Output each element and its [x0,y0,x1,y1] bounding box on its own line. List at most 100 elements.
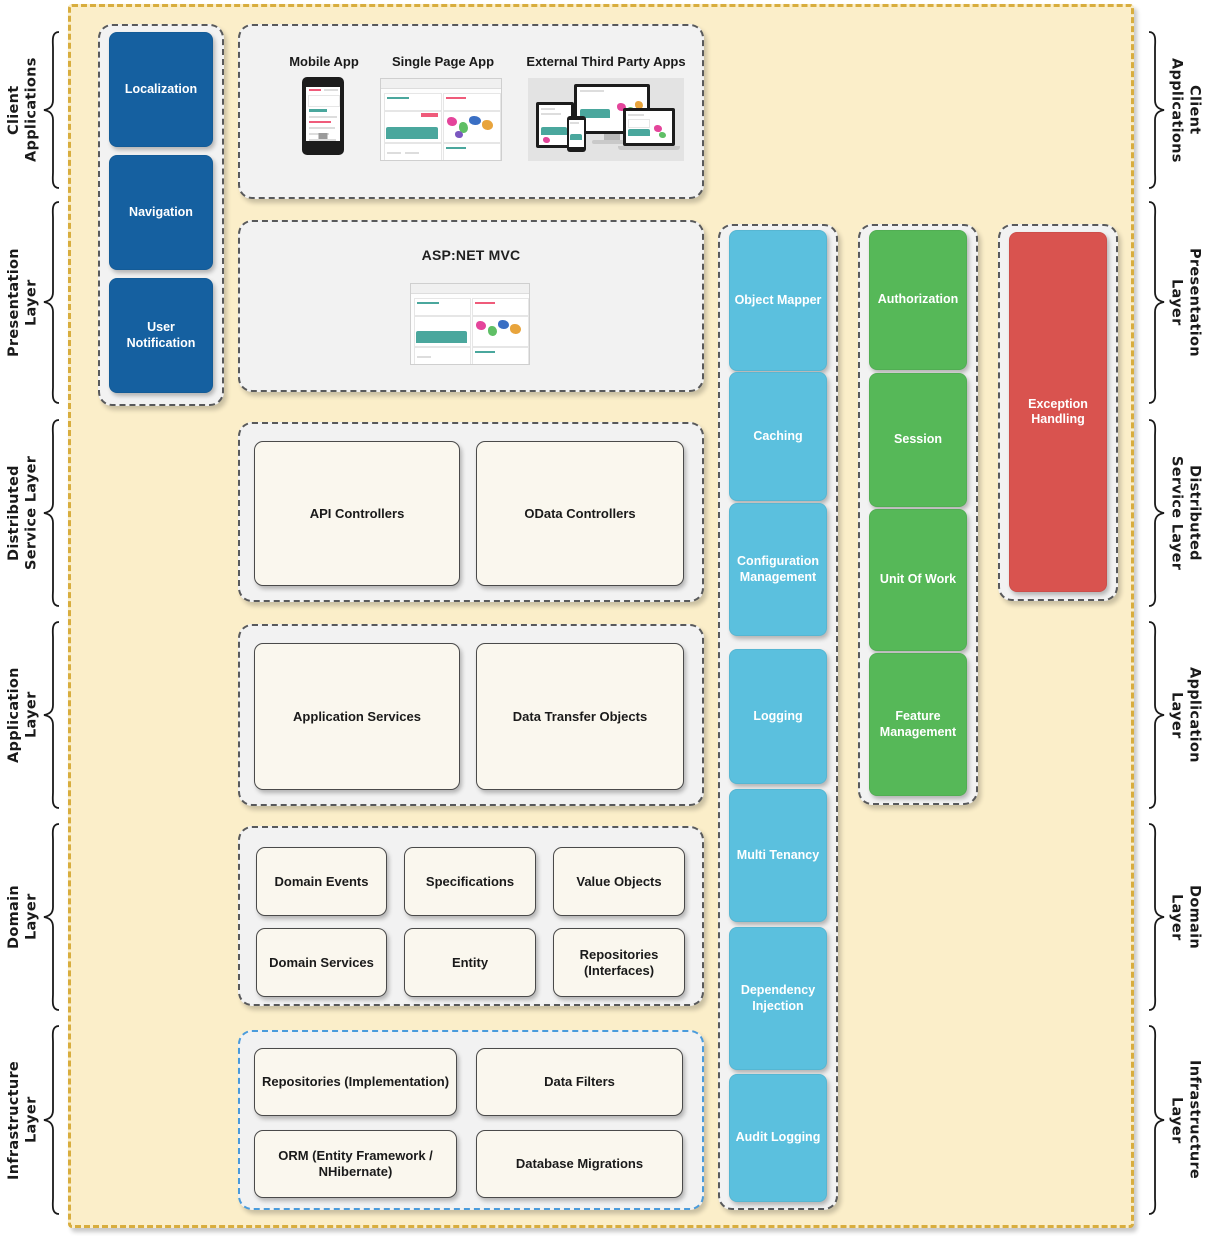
phone-screen [306,87,340,141]
right-brace-domain-layer: Domain Layer [1145,822,1207,1012]
technical-card-caching[interactable]: Caching [729,372,827,501]
technical-label: Audit Logging [735,1130,821,1145]
concern-label: Navigation [129,204,193,219]
session-card-authorization[interactable]: Authorization [869,230,967,370]
left-label-infrastructure-layer: Infrastructure Layer [6,1060,40,1180]
concern-label: Localization [124,81,198,96]
right-brace-application-layer: Application Layer [1145,620,1207,810]
concern-card-user-notification[interactable]: User Notification [109,278,213,393]
session-label: Unit Of Work [879,572,957,587]
brace-icon [1148,201,1165,404]
left-brace-domain-layer: Domain Layer [6,822,68,1012]
application-label: Data Transfer Objects [512,708,648,724]
technical-card-object-mapper[interactable]: Object Mapper [729,230,827,371]
infrastructure-card-orm[interactable]: ORM (Entity Framework / NHibernate) [254,1130,457,1198]
brace-icon [44,31,60,189]
service-card-api-controllers[interactable]: API Controllers [254,441,460,586]
technical-label: Object Mapper [734,292,822,307]
mvc-dashboard-thumbnail [410,283,530,365]
domain-card-repositories-interfaces[interactable]: Repositories (Interfaces) [553,928,685,997]
left-brace-distributed-service-layer: Distributed Service Layer [6,418,68,608]
technical-label: Multi Tenancy [736,847,820,862]
session-card-session[interactable]: Session [869,373,967,507]
left-label-presentation-layer: Presentation Layer [6,248,40,357]
left-brace-application-layer: Application Layer [6,620,68,810]
right-label-application-layer: Application Layer [1168,667,1203,763]
service-card-odata-controllers[interactable]: OData Controllers [476,441,684,586]
client-app-label-spa: Single Page App [391,54,495,69]
left-label-application-layer: Application Layer [6,667,40,763]
client-app-label-external: External Third Party Apps [526,54,686,69]
domain-label: Repositories (Interfaces) [579,946,659,978]
application-card-data-transfer-objects[interactable]: Data Transfer Objects [476,643,684,790]
concern-card-localization[interactable]: Localization [109,32,213,147]
brace-icon [1148,1025,1165,1215]
infrastructure-card-database-migrations[interactable]: Database Migrations [476,1130,683,1198]
domain-card-specifications[interactable]: Specifications [404,847,536,916]
brace-icon [44,1025,60,1215]
domain-card-entity[interactable]: Entity [404,928,536,997]
technical-label: Dependency Injection [740,983,816,1013]
brace-icon [44,823,60,1011]
brace-icon [1148,823,1165,1011]
domain-label: Value Objects [576,873,662,889]
left-label-distributed-service-layer: Distributed Service Layer [6,455,40,571]
technical-card-audit-logging[interactable]: Audit Logging [729,1074,827,1202]
service-label: API Controllers [309,505,405,521]
session-card-feature-management[interactable]: Feature Management [869,653,967,796]
exception-card-exception-handling[interactable]: Exception Handling [1009,232,1107,592]
domain-card-domain-events[interactable]: Domain Events [256,847,387,916]
brace-icon [44,419,60,607]
browser-chrome-bar [411,284,529,294]
brace-icon [44,201,60,404]
infrastructure-card-data-filters[interactable]: Data Filters [476,1048,683,1116]
mobile-app-thumbnail [302,77,344,155]
technical-label: Logging [753,708,803,723]
left-brace-presentation-layer: Presentation Layer [6,200,68,405]
concern-card-navigation[interactable]: Navigation [109,155,213,270]
right-label-domain-layer: Domain Layer [1168,885,1203,949]
session-label: Session [894,432,942,447]
right-brace-infrastructure-layer: Infrastructure Layer [1145,1024,1207,1216]
infrastructure-label: Database Migrations [515,1156,644,1172]
domain-card-value-objects[interactable]: Value Objects [553,847,685,916]
browser-chrome-bar [381,79,501,89]
right-label-infrastructure-layer: Infrastructure Layer [1168,1060,1203,1180]
technical-card-configuration-management[interactable]: Configuration Management [729,503,827,636]
domain-card-domain-services[interactable]: Domain Services [256,928,387,997]
application-card-application-services[interactable]: Application Services [254,643,460,790]
concern-label: User Notification [126,320,196,350]
service-label: OData Controllers [524,505,636,521]
left-brace-infrastructure-layer: Infrastructure Layer [6,1024,68,1216]
spa-thumbnail [380,78,502,161]
presentation-layer-title: ASP:NET MVC [421,247,521,263]
brace-icon [1148,419,1165,607]
technical-card-multi-tenancy[interactable]: Multi Tenancy [729,789,827,922]
session-card-unit-of-work[interactable]: Unit Of Work [869,509,967,651]
brace-icon [1148,621,1165,809]
domain-label: Domain Events [274,873,369,889]
brace-icon [1148,31,1165,189]
technical-card-dependency-injection[interactable]: Dependency Injection [729,927,827,1070]
domain-label: Specifications [425,873,515,889]
left-brace-client-applications: Client Applications [6,30,68,190]
technical-label: Configuration Management [737,554,819,584]
session-label: Authorization [877,292,959,307]
external-apps-thumbnail [528,78,684,161]
left-label-domain-layer: Domain Layer [6,885,40,949]
technical-label: Caching [753,428,803,443]
right-brace-client-applications: Client Applications [1145,30,1207,190]
domain-label: Domain Services [269,954,374,970]
right-label-distributed-service-layer: Distributed Service Layer [1168,455,1203,571]
domain-label: Entity [451,954,489,970]
technical-card-logging[interactable]: Logging [729,649,827,784]
infrastructure-card-repositories-implementation[interactable]: Repositories (Implementation) [254,1048,457,1116]
right-label-client-applications: Client Applications [1168,57,1203,163]
application-label: Application Services [293,708,421,724]
brace-icon [44,621,60,809]
exception-label: Exception Handling [1028,396,1088,426]
right-brace-presentation-layer: Presentation Layer [1145,200,1207,405]
infrastructure-label: Data Filters [544,1074,615,1090]
infrastructure-label: ORM (Entity Framework / NHibernate) [278,1148,433,1179]
